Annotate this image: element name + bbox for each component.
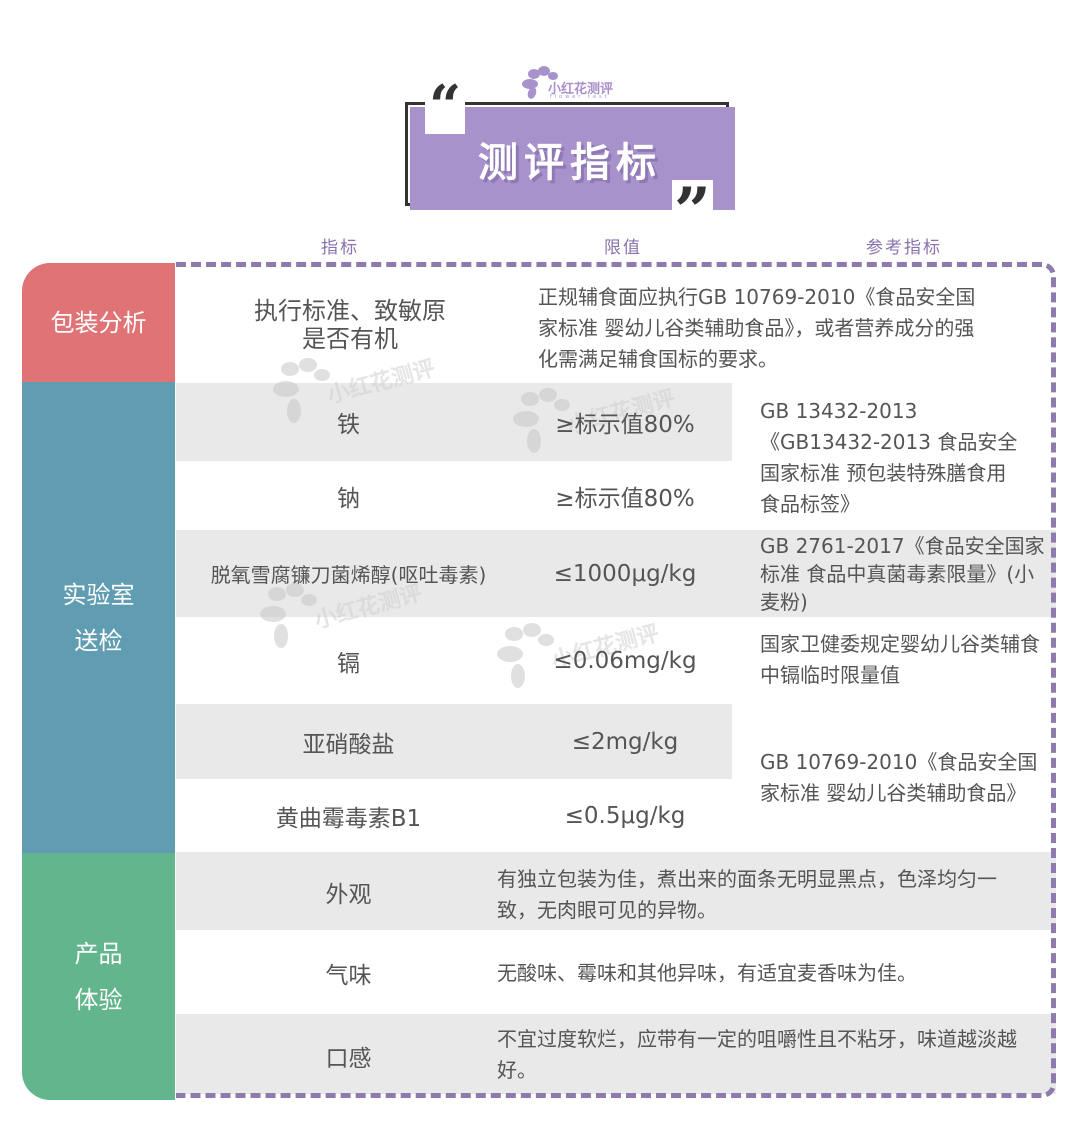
flower-logo-icon xyxy=(522,66,558,99)
category-lab: 实验室 送检 xyxy=(22,382,175,853)
open-quote-icon: “ xyxy=(425,78,466,134)
watermark-flower-icon: 小红花测评 xyxy=(513,385,678,453)
lab-reference-gb10769: GB 10769-2010《食品安全国家标准 婴幼儿谷类辅助食品》 xyxy=(760,750,1038,805)
lab-indicator-aflatoxin: 黄曲霉毒素B1 xyxy=(275,805,422,832)
lab-reference-gb13432: GB 13432-2013《GB13432-2013 食品安全国家标准 预包装特… xyxy=(760,398,1018,516)
lab-limit-aflatoxin: ≤0.5μg/kg xyxy=(564,802,686,829)
lab-indicator-cadmium: 镉 xyxy=(337,650,360,677)
column-header-reference: 参考指标 xyxy=(866,238,942,258)
lab-reference-gb2761: GB 2761-2017《食品安全国家标准 食品中真菌毒素限量》(小麦粉) xyxy=(760,534,1045,614)
lab-reference-cadmium: 国家卫健委规定婴幼儿谷类辅食中镉临时限量值 xyxy=(760,632,1040,687)
brand-logo-text: 小红花测评 xyxy=(548,82,614,97)
exp-indicator-smell: 气味 xyxy=(325,963,372,989)
packaging-indicator-line2: 是否有机 xyxy=(302,325,398,353)
exp-reference-appearance: 有独立包装为佳，煮出来的面条无明显黑点，色泽均匀一致，无肉眼可见的异物。 xyxy=(497,867,997,922)
packaging-reference: 正规辅食面应执行GB 10769-2010《食品安全国家标准 婴幼儿谷类辅助食品… xyxy=(538,284,976,371)
lab-indicator-sodium: 钠 xyxy=(337,485,360,512)
category-packaging-label: 包装分析 xyxy=(50,308,147,337)
lab-limit-sodium: ≥标示值80% xyxy=(555,485,695,512)
lab-indicator-iron: 铁 xyxy=(337,412,360,438)
exp-indicator-texture: 口感 xyxy=(325,1046,372,1072)
packaging-indicator-line1: 执行标准、致敏原 xyxy=(254,297,446,325)
exp-indicator-appearance: 外观 xyxy=(325,882,372,908)
lab-indicator-don: 脱氧雪腐镰刀菌烯醇(呕吐毒素) xyxy=(210,563,487,587)
row-band-nitrite xyxy=(176,704,732,779)
close-quote-icon: ” xyxy=(672,180,713,222)
brand-logo-subtext: flower test xyxy=(550,94,610,100)
lab-indicator-nitrite: 亚硝酸盐 xyxy=(302,731,395,758)
category-experience-line1: 产品 xyxy=(74,939,123,968)
row-band-don xyxy=(176,530,1056,617)
category-experience: 产品 体验 xyxy=(22,853,175,1100)
exp-reference-texture: 不宜过度软烂，应带有一定的咀嚼性且不粘牙，味道越淡越好。 xyxy=(497,1027,1017,1082)
table-dashed-border xyxy=(176,262,1056,1098)
category-lab-line2: 送检 xyxy=(74,626,123,655)
lab-limit-don: ≤1000μg/kg xyxy=(553,560,697,587)
watermark-flower-icon: 小红花测评 xyxy=(273,355,438,423)
category-experience-line2: 体验 xyxy=(74,985,123,1014)
exp-reference-smell: 无酸味、霉味和其他异味，有适宜麦香味为佳。 xyxy=(497,960,917,985)
page-title: 测评指标 xyxy=(478,139,662,186)
lab-limit-nitrite: ≤2mg/kg xyxy=(571,728,679,755)
category-packaging: 包装分析 xyxy=(22,263,175,382)
lab-limit-cadmium: ≤0.06mg/kg xyxy=(553,647,697,674)
watermark-flower-icon: 小红花测评 xyxy=(497,620,662,688)
row-band-iron xyxy=(176,383,732,461)
lab-limit-iron: ≥标示值80% xyxy=(555,412,695,438)
column-header-indicator: 指标 xyxy=(321,238,359,258)
packaging-indicator: 执行标准、致敏原 是否有机 xyxy=(200,290,500,360)
row-band-texture xyxy=(176,1014,1056,1094)
row-band-appearance xyxy=(176,852,1056,930)
category-lab-line1: 实验室 xyxy=(62,580,135,609)
column-header-limit: 限值 xyxy=(604,238,642,258)
watermark-flower-icon: 小红花测评 xyxy=(260,580,425,648)
